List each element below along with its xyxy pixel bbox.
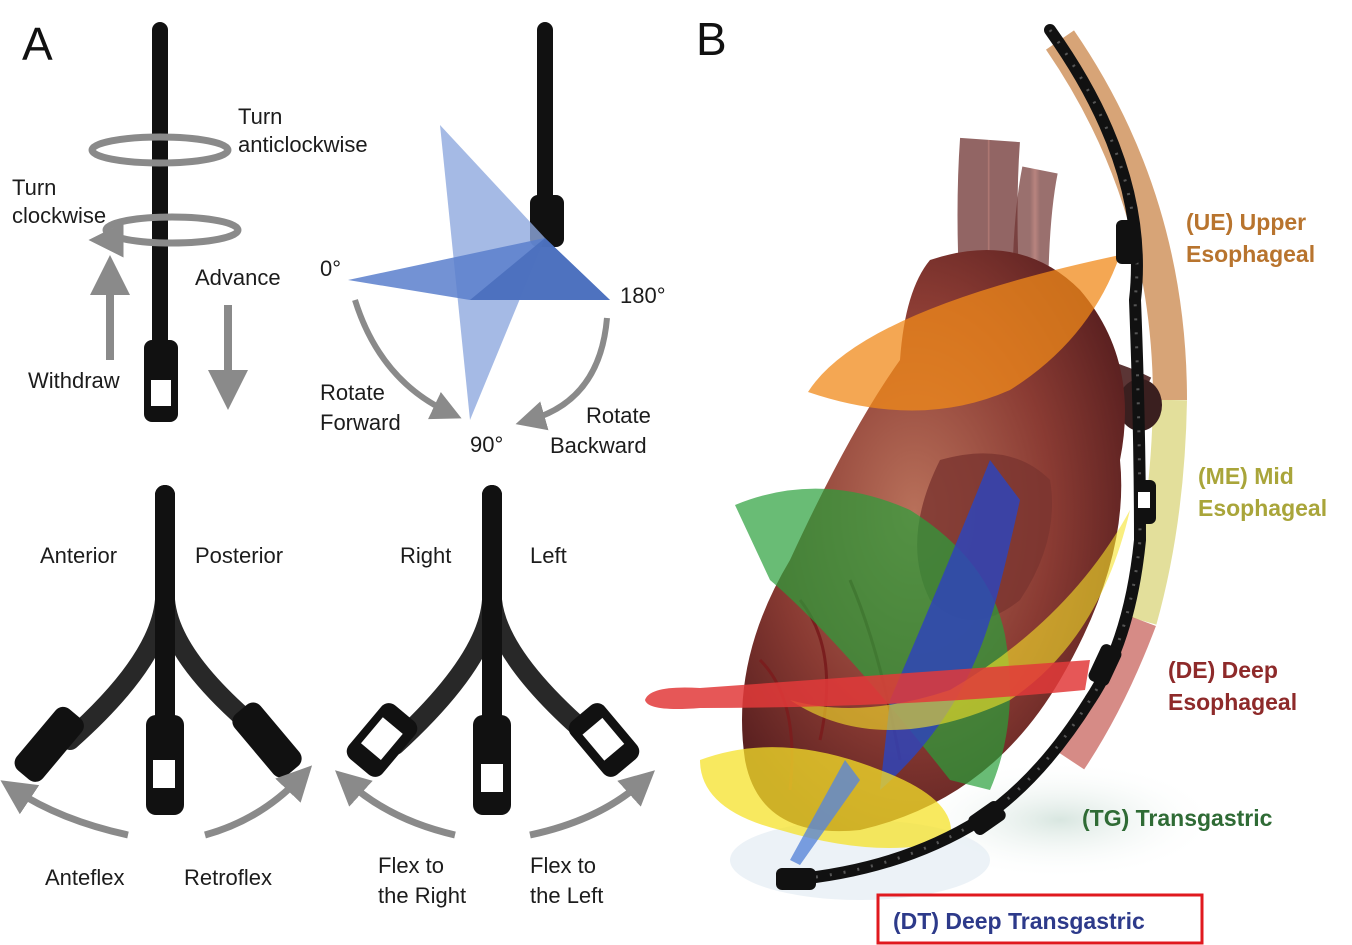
anterior-label: Anterior xyxy=(40,543,117,568)
angle-180-label: 180° xyxy=(620,283,666,308)
withdraw-label: Withdraw xyxy=(28,368,120,393)
right-label: Right xyxy=(400,543,451,568)
posterior-label: Posterior xyxy=(195,543,283,568)
multiplane-rotation-diagram xyxy=(348,30,610,420)
angle-90-label: 90° xyxy=(470,432,503,457)
anteflex-label: Anteflex xyxy=(45,865,125,890)
panel-b-letter: B xyxy=(696,13,727,65)
advance-label: Advance xyxy=(195,265,281,290)
level-tg-label: (TG) Transgastric xyxy=(1082,805,1273,831)
retroflex-label: Retroflex xyxy=(184,865,272,890)
angle-0-label: 0° xyxy=(320,256,341,281)
level-dt-label: (DT) Deep Transgastric xyxy=(893,908,1145,934)
heart-illustration xyxy=(645,30,1220,900)
flex-right-left-diagram xyxy=(343,495,644,835)
left-label: Left xyxy=(530,543,567,568)
probe-rotation-diagram xyxy=(92,30,238,422)
panel-a-letter: A xyxy=(22,18,53,70)
